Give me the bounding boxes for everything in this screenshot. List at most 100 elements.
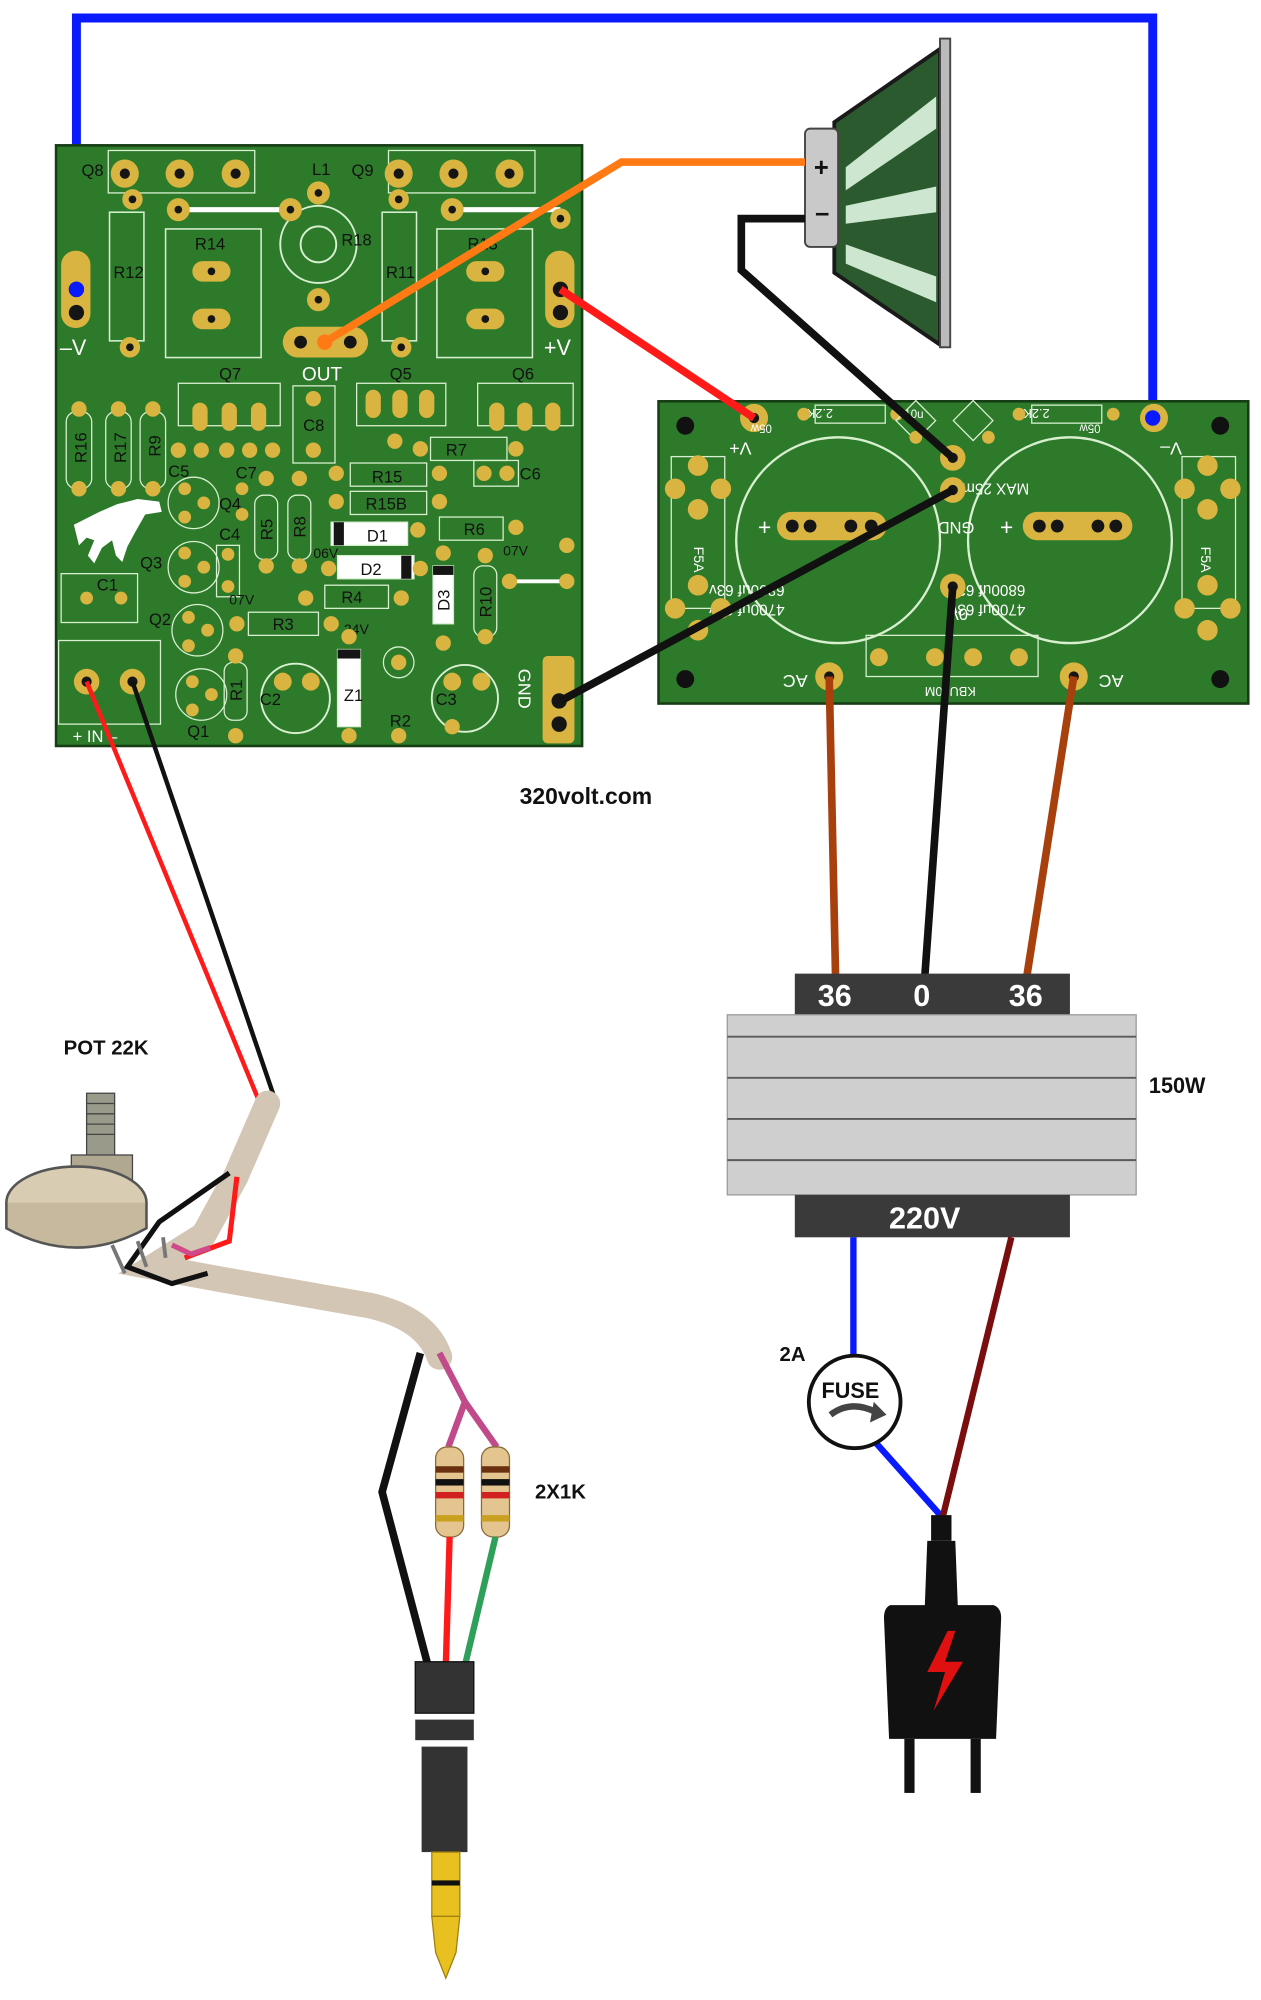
c8-label: C8	[303, 416, 324, 435]
speaker-icon: + –	[804, 37, 952, 349]
r11-label: R11	[386, 263, 415, 282]
potentiometer-icon	[5, 1092, 148, 1249]
q9-label: Q9	[352, 161, 374, 180]
jack-ground-wire	[378, 1352, 432, 1667]
c4-label: C4	[219, 525, 240, 544]
mains-brown-wire	[939, 1236, 1015, 1519]
mains-blue-wire	[850, 1237, 945, 1520]
r3-label: R3	[273, 615, 294, 634]
ac-wire-right	[1022, 675, 1078, 979]
r12-label: R12	[113, 263, 143, 282]
neg-v-label: –V	[60, 335, 87, 360]
psu-resistor-left: 2.2K	[806, 406, 833, 421]
r6-label: R6	[464, 520, 485, 539]
psu-small-label-1: 05w	[750, 421, 772, 433]
fuse-icon: FUSE	[806, 1353, 903, 1451]
z1-label: Z1	[344, 686, 363, 705]
r18-label: R18	[341, 231, 371, 250]
psu-resistor-right: 2.2K	[1023, 406, 1050, 421]
bridge-label: KBU10M	[925, 684, 976, 699]
cap-right-line-1: 4700uf 63v	[949, 600, 1025, 617]
speaker-plus-label: +	[814, 154, 829, 182]
zero-wire	[920, 586, 957, 978]
r17-label: R17	[111, 432, 130, 463]
r2-label: R2	[390, 712, 411, 731]
cap-note: MAX 25mm	[949, 480, 1029, 497]
input-plus-wire	[84, 680, 264, 1107]
pos-v-label: +V	[544, 335, 572, 360]
q6-label: Q6	[512, 364, 534, 383]
audio-jack-icon	[414, 1661, 475, 1980]
horse-logo-icon	[73, 499, 162, 564]
d2-label: D2	[360, 560, 381, 579]
fuse-rating: 2A	[780, 1343, 806, 1366]
resistor-feed-wires	[436, 1351, 500, 1449]
fuse-text: FUSE	[822, 1378, 880, 1403]
fuse-holder-right-label: F5A	[1198, 547, 1214, 574]
r8-label: R8	[291, 516, 310, 537]
ac-right-label: AC	[1099, 671, 1124, 691]
transformer: 36 0 36 220V	[726, 973, 1137, 1238]
jack-left-wire	[442, 1536, 453, 1666]
power-supply-board: + + 4700uf 63v 6800uf 63v 4700uf 63v 680…	[657, 399, 1250, 705]
speaker-minus-label: –	[815, 199, 829, 227]
cap-left-plus: +	[758, 514, 771, 540]
c7-label: C7	[236, 463, 257, 482]
primary-220v: 220V	[889, 1200, 961, 1235]
l1-label: L1	[312, 160, 330, 179]
d1-label: D1	[367, 526, 388, 545]
pot-label: POT 22K	[64, 1037, 149, 1060]
c2-label: C2	[260, 690, 281, 709]
power-plug-icon	[883, 1515, 1002, 1793]
ac-left-label: AC	[783, 671, 808, 691]
r15-label: R15	[372, 467, 402, 486]
d3-label: D3	[435, 590, 454, 611]
voltage-07v-label-b: 07V	[229, 591, 255, 607]
speaker-plus-wire	[322, 158, 806, 346]
c1-label: C1	[97, 575, 118, 594]
speaker-minus-wire	[737, 214, 956, 461]
pot-wire-black	[123, 1170, 231, 1287]
r16-label: R16	[72, 432, 91, 463]
c5-label: C5	[168, 462, 189, 481]
cap-right-line-2: 6800uf 63v	[949, 581, 1025, 598]
psu-vminus-label: V–	[1160, 438, 1182, 458]
psu-vplus-label: V+	[729, 438, 751, 458]
voltage-06v-label: 06V	[313, 545, 339, 561]
r7-label: R7	[446, 440, 467, 459]
r1-label: R1	[227, 680, 246, 701]
transformer-power-label: 150W	[1149, 1073, 1206, 1098]
resistor-right-icon	[480, 1446, 511, 1538]
pot-wire-pink	[170, 1242, 211, 1257]
site-label: 320volt.com	[520, 783, 652, 809]
input-minus-wire	[130, 680, 279, 1105]
ac-wire-left	[825, 676, 840, 978]
resistor-left-icon	[434, 1446, 465, 1538]
q8-label: Q8	[82, 161, 104, 180]
q4-label: Q4	[219, 494, 241, 513]
positive-supply-wire	[558, 286, 757, 422]
r9-label: R9	[146, 435, 165, 456]
c6-label: C6	[520, 465, 541, 484]
c3-label: C3	[436, 690, 457, 709]
voltage-07v-label-a: 07V	[503, 543, 529, 559]
psu-gnd-label: GND	[938, 518, 975, 537]
fuse-holder-left-label: F5A	[691, 547, 707, 574]
secondary-36-left: 36	[818, 978, 852, 1013]
amp-gnd-label: GND	[514, 669, 534, 709]
r4-label: R4	[341, 588, 362, 607]
r10-label: R10	[477, 587, 496, 618]
psu-small-label-3: 05w	[1079, 421, 1101, 433]
cap-right-plus: +	[1000, 514, 1013, 540]
pot-lugs	[110, 1237, 168, 1275]
q3-label: Q3	[140, 553, 162, 572]
r5-label: R5	[258, 519, 277, 540]
q5-label: Q5	[390, 364, 412, 383]
shielded-cable	[118, 1090, 453, 1370]
amplifier-board: Q8 Q9 L1 R18 R12 R14 R11 R13 –V +V	[54, 144, 584, 748]
out-label: OUT	[302, 365, 343, 386]
jack-right-wire	[461, 1536, 499, 1667]
q7-label: Q7	[219, 364, 241, 383]
r15b-label: R15B	[366, 494, 407, 513]
